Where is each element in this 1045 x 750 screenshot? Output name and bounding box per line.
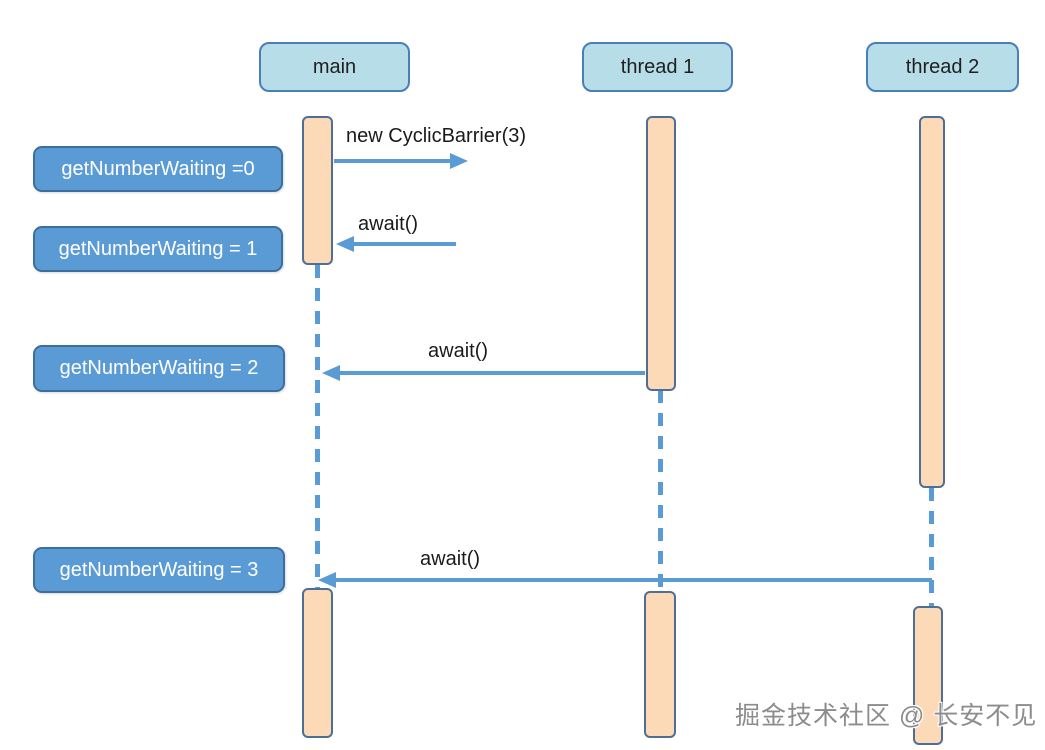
state-label-waiting-1: getNumberWaiting = 1 bbox=[33, 226, 283, 272]
lifeline-header-thread2: thread 2 bbox=[866, 42, 1019, 92]
arrow-line bbox=[334, 159, 452, 163]
arrow-head-left-icon bbox=[336, 236, 354, 252]
activation-bar-thread2-bottom bbox=[913, 606, 943, 745]
message-label: await() bbox=[428, 340, 489, 362]
arrow-line bbox=[336, 578, 932, 582]
lifeline-header-main: main bbox=[259, 42, 410, 92]
message-label: await() bbox=[420, 548, 481, 570]
message-label: new CyclicBarrier(3) bbox=[346, 125, 527, 147]
activation-bar-main-top bbox=[302, 116, 333, 265]
lifeline-dashed-thread1 bbox=[658, 390, 663, 593]
message-label: await() bbox=[358, 213, 419, 235]
arrow-head-left-icon bbox=[322, 365, 340, 381]
state-label-waiting-0: getNumberWaiting =0 bbox=[33, 146, 283, 192]
watermark-text: 掘金技术社区 @ 长安不见 bbox=[735, 702, 1038, 730]
state-label-waiting-2: getNumberWaiting = 2 bbox=[33, 345, 285, 392]
lifeline-dashed-main bbox=[315, 265, 320, 590]
activation-bar-thread1-top bbox=[646, 116, 676, 391]
activation-bar-thread1-bottom bbox=[644, 591, 676, 738]
activation-bar-main-bottom bbox=[302, 588, 333, 738]
arrow-head-left-icon bbox=[318, 572, 336, 588]
arrow-line bbox=[340, 371, 645, 375]
lifeline-dashed-thread2 bbox=[929, 488, 934, 608]
lifeline-header-thread1: thread 1 bbox=[582, 42, 733, 92]
state-label-waiting-3: getNumberWaiting = 3 bbox=[33, 547, 285, 593]
arrow-head-right-icon bbox=[450, 153, 468, 169]
arrow-line bbox=[354, 242, 456, 246]
activation-bar-thread2-top bbox=[919, 116, 945, 488]
